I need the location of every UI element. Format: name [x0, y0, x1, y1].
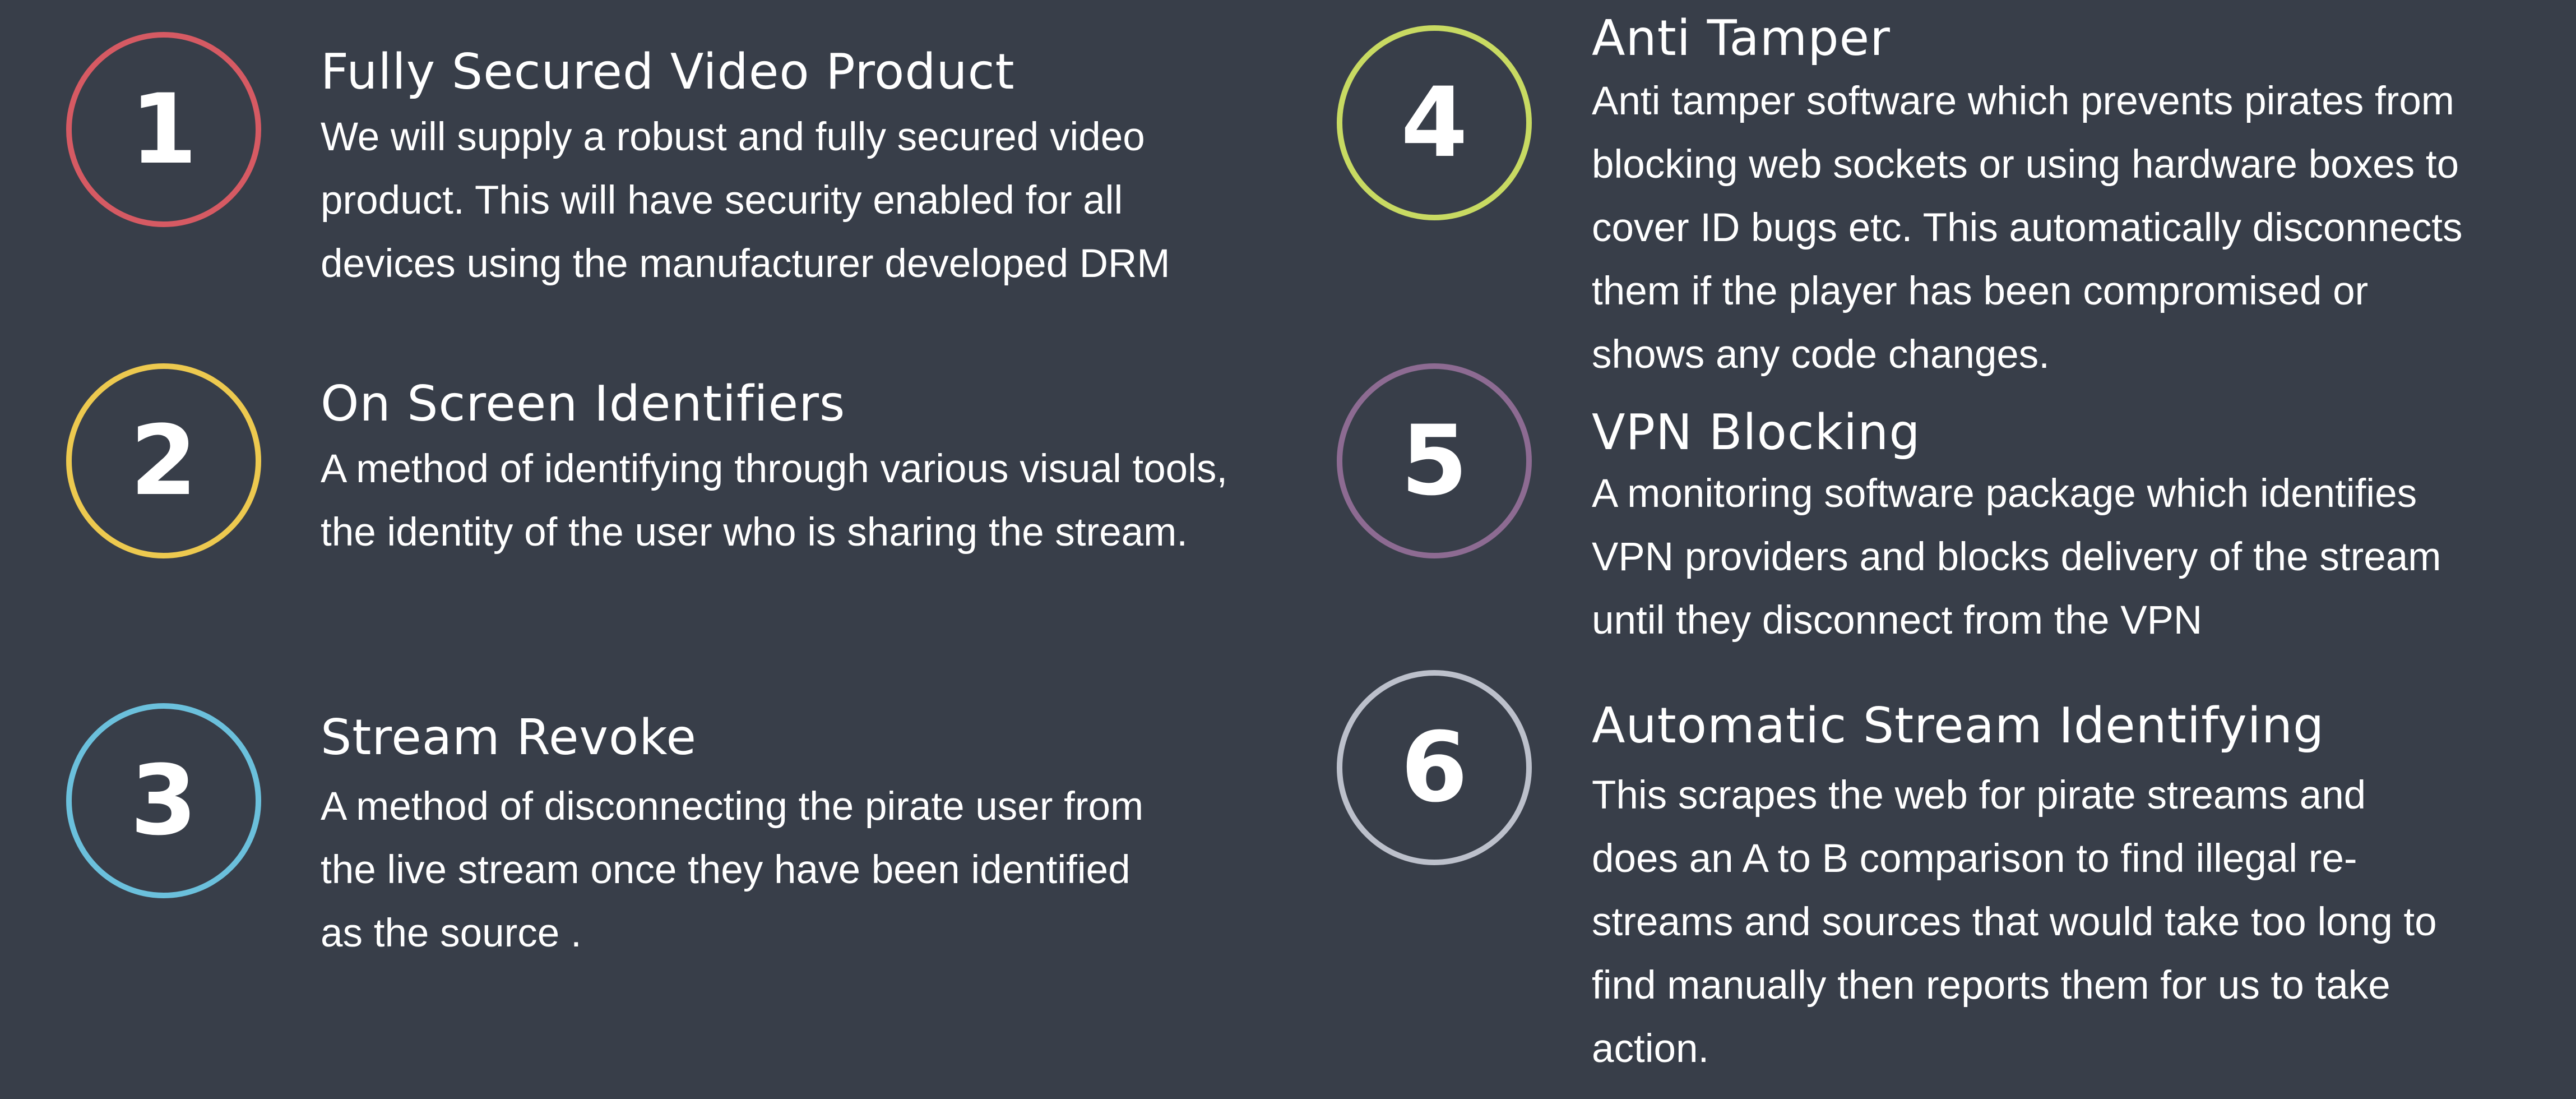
feature-title: On Screen Identifiers — [321, 375, 846, 432]
description-line: A method of disconnecting the pirate use… — [321, 784, 1144, 829]
description-line: until they disconnect from the VPN — [1592, 598, 2203, 643]
number-circle-1: 1 — [66, 32, 261, 227]
description-line: shows any code changes. — [1592, 333, 2050, 377]
feature-title: Fully Secured Video Product — [321, 43, 1015, 100]
feature-title: Stream Revoke — [321, 709, 697, 766]
description-line: A monitoring software package which iden… — [1592, 472, 2417, 516]
description-line: devices using the manufacturer developed… — [321, 242, 1170, 286]
description-line: streams and sources that would take too … — [1592, 900, 2437, 944]
description-line: action. — [1592, 1027, 1709, 1071]
description-line: blocking web sockets or using hardware b… — [1592, 142, 2459, 187]
description-line: find manually then reports them for us t… — [1592, 963, 2390, 1008]
feature-number: 6 — [1401, 711, 1468, 824]
description-line: the identity of the user who is sharing … — [321, 510, 1188, 555]
description-line: cover ID bugs etc. This automatically di… — [1592, 206, 2463, 250]
feature-description: A method of disconnecting the pirate use… — [321, 775, 1143, 965]
description-line: VPN providers and blocks delivery of the… — [1592, 535, 2441, 579]
feature-description: Anti tamper software which prevents pira… — [1592, 70, 2463, 386]
number-circle-3: 3 — [66, 703, 261, 898]
feature-number: 5 — [1401, 404, 1468, 517]
feature-number: 3 — [130, 744, 197, 857]
description-line: as the source . — [321, 911, 582, 955]
feature-title: Automatic Stream Identifying — [1592, 697, 2325, 754]
description-line: We will supply a robust and fully secure… — [321, 115, 1145, 159]
description-line: A method of identifying through various … — [321, 447, 1228, 491]
number-circle-6: 6 — [1337, 670, 1532, 865]
description-line: does an A to B comparison to find illega… — [1592, 837, 2357, 881]
description-line: the live stream once they have been iden… — [321, 848, 1131, 892]
description-line: This scrapes the web for pirate streams … — [1592, 773, 2366, 818]
feature-description: We will supply a robust and fully secure… — [321, 105, 1170, 295]
number-circle-4: 4 — [1337, 25, 1532, 220]
feature-number: 4 — [1401, 66, 1468, 179]
number-circle-5: 5 — [1337, 363, 1532, 558]
feature-title: VPN Blocking — [1592, 404, 1921, 461]
feature-description: This scrapes the web for pirate streams … — [1592, 764, 2437, 1080]
description-line: product. This will have security enabled… — [321, 178, 1123, 223]
feature-number: 2 — [130, 404, 197, 517]
feature-title: Anti Tamper — [1592, 10, 1891, 67]
feature-description: A monitoring software package which iden… — [1592, 462, 2441, 652]
feature-description: A method of identifying through various … — [321, 437, 1227, 564]
number-circle-2: 2 — [66, 363, 261, 558]
feature-number: 1 — [130, 73, 197, 186]
description-line: Anti tamper software which prevents pira… — [1592, 79, 2454, 123]
description-line: them if the player has been compromised … — [1592, 269, 2369, 313]
